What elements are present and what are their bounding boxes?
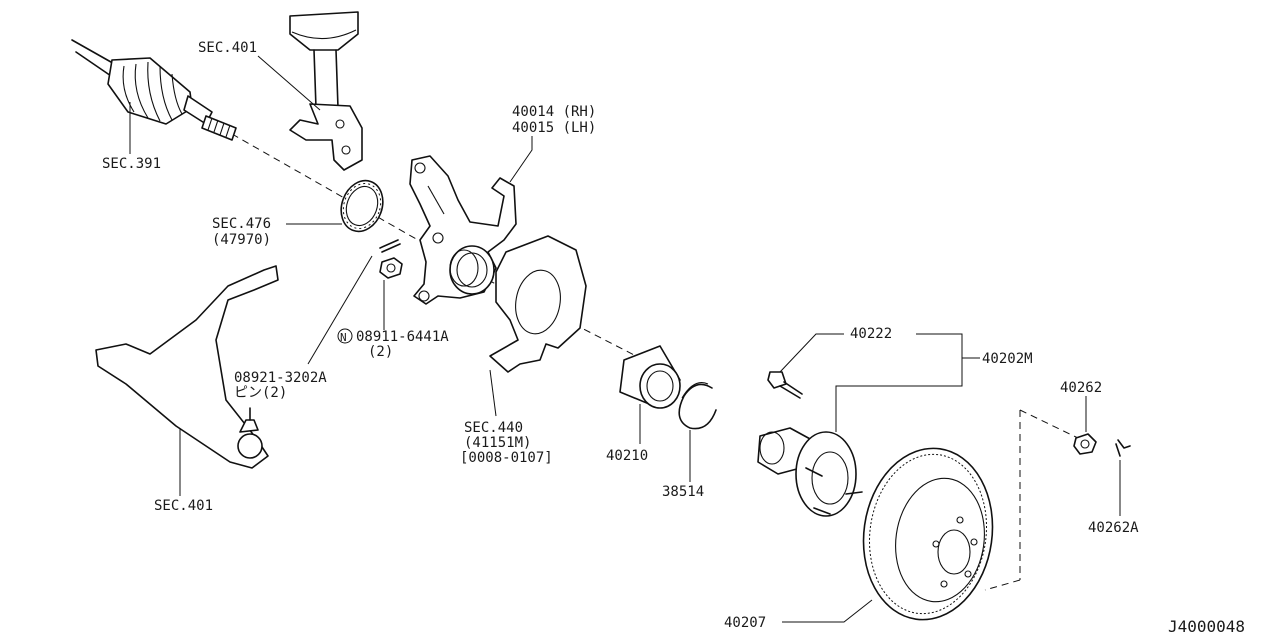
abs-sensor-ring-icon — [340, 179, 384, 233]
label-40207[interactable]: 40207 — [724, 615, 766, 631]
drawing-id: J4000048 — [1168, 617, 1245, 636]
label-sec440-date: [0008-0107] — [460, 450, 553, 466]
label-40202m[interactable]: 40202M — [982, 351, 1033, 367]
snap-ring-icon — [678, 382, 717, 430]
n-marker: N — [340, 331, 347, 344]
dust-shield-icon — [489, 235, 587, 373]
label-38514[interactable]: 38514 — [662, 484, 704, 500]
label-08911-qty: (2) — [368, 344, 393, 360]
label-sec476-sub: (47970) — [212, 232, 271, 248]
knuckle-icon — [409, 155, 517, 305]
label-sec476[interactable]: SEC.476 — [212, 216, 271, 232]
drive-shaft-icon — [71, 39, 237, 141]
nut-icon — [379, 257, 403, 279]
label-40262[interactable]: 40262 — [1060, 380, 1102, 396]
label-08921[interactable]: 08921-3202A — [234, 370, 327, 386]
wheel-hub-icon — [757, 427, 863, 517]
wheel-bearing-icon — [619, 345, 681, 409]
strut-icon — [289, 11, 363, 171]
labels: SEC.401 SEC.391 SEC.476 (47970) 40014 (R… — [102, 40, 1245, 636]
cotter-pin-icon — [1115, 439, 1131, 457]
hub-bolt-icon — [767, 371, 803, 399]
nut-icon — [1073, 433, 1097, 455]
lower-arm-icon — [95, 265, 279, 469]
label-08921-sub: ピン(2) — [234, 385, 287, 401]
label-08911[interactable]: 08911-6441A — [356, 329, 449, 345]
label-sec401-top[interactable]: SEC.401 — [198, 40, 257, 56]
label-sec440[interactable]: SEC.440 — [464, 420, 523, 436]
label-40262a[interactable]: 40262A — [1088, 520, 1139, 536]
leader-lines — [129, 55, 1121, 623]
label-40014[interactable]: 40014 (RH) — [512, 104, 596, 120]
label-40222[interactable]: 40222 — [850, 326, 892, 342]
label-40210[interactable]: 40210 — [606, 448, 648, 464]
label-sec391[interactable]: SEC.391 — [102, 156, 161, 172]
label-40015[interactable]: 40015 (LH) — [512, 120, 596, 136]
brake-rotor-icon — [862, 447, 994, 621]
label-sec440-sub: (41151M) — [464, 435, 531, 451]
label-sec401-bottom[interactable]: SEC.401 — [154, 498, 213, 514]
n-marker-circle — [337, 328, 353, 344]
cotter-pin-icon — [379, 239, 401, 253]
